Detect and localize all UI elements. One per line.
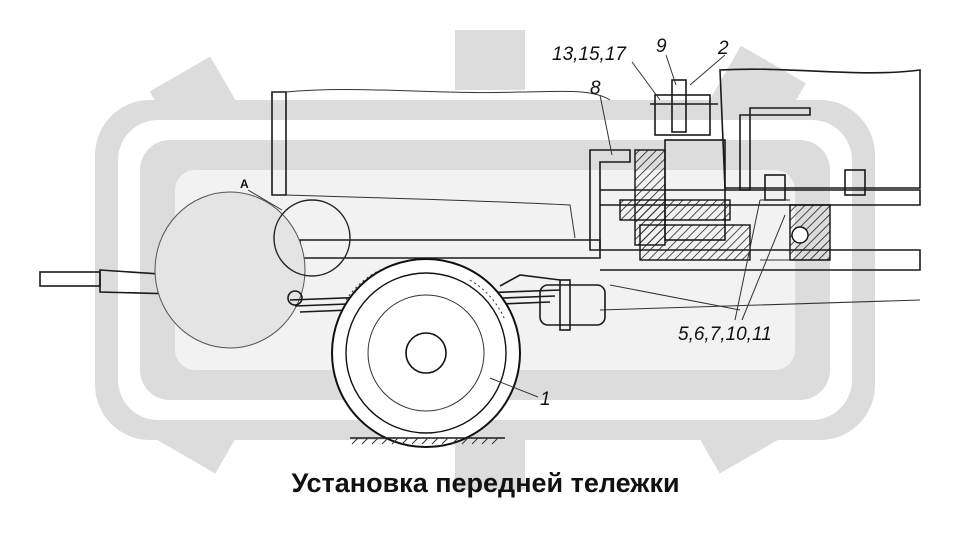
body-outline [271,68,921,311]
figure-caption: Установка передней тележки [291,468,680,498]
callout-2: 2 [717,38,729,59]
callout-1: 1 [540,389,551,410]
detail-A-label: A [240,177,249,191]
wheel [331,258,521,448]
kingpin-assembly [589,79,866,261]
callout-13-15-17: 13,15,17 [552,44,627,65]
detail-A: A [154,177,351,349]
callout-8: 8 [590,78,601,99]
brake-cylinder [539,279,606,331]
callout-5-6-7-10-11: 5,6,7,10,11 [678,324,772,345]
callout-9: 9 [656,36,667,57]
leader-lines [489,54,786,398]
